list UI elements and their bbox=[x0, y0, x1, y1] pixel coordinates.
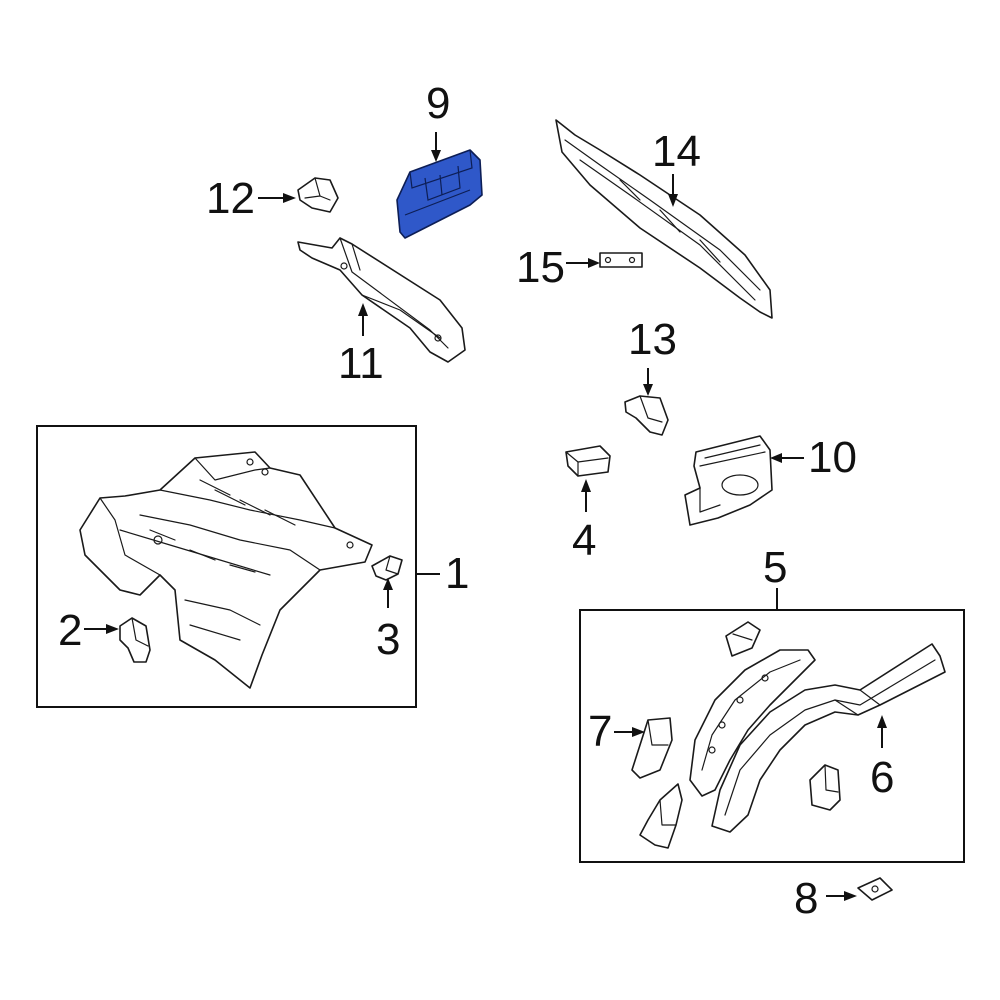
callout-6: 6 bbox=[870, 753, 894, 802]
leader-13 bbox=[643, 368, 653, 396]
part-11[interactable] bbox=[297, 237, 466, 363]
part-7[interactable] bbox=[631, 717, 673, 779]
part-8[interactable] bbox=[857, 877, 893, 901]
callout-2: 2 bbox=[58, 606, 82, 655]
callout-1: 1 bbox=[445, 549, 469, 598]
leader-8 bbox=[826, 891, 857, 901]
leader-12 bbox=[258, 193, 296, 203]
part-13[interactable] bbox=[624, 395, 669, 436]
part-5-lower-bracket[interactable] bbox=[639, 783, 683, 849]
callout-11: 11 bbox=[338, 339, 384, 388]
part-5-right-bracket[interactable] bbox=[809, 764, 841, 811]
part-2[interactable] bbox=[119, 617, 151, 663]
group-box-5 bbox=[579, 609, 965, 863]
callout-4: 4 bbox=[572, 516, 596, 565]
leader-10 bbox=[770, 453, 804, 463]
leader-3 bbox=[383, 578, 393, 608]
part-10[interactable] bbox=[684, 435, 773, 526]
callout-15: 15 bbox=[516, 243, 565, 292]
callout-7: 7 bbox=[588, 707, 612, 756]
leader-14 bbox=[668, 174, 678, 207]
callout-12: 12 bbox=[206, 174, 255, 223]
group-box-1 bbox=[36, 425, 417, 708]
part-12[interactable] bbox=[297, 177, 339, 213]
callout-10: 10 bbox=[808, 433, 857, 482]
part-6-wheelhouse-outer[interactable] bbox=[711, 643, 946, 833]
part-3[interactable] bbox=[371, 555, 403, 581]
leader-9 bbox=[431, 132, 441, 162]
part-14[interactable] bbox=[555, 119, 773, 319]
callout-5: 5 bbox=[763, 543, 787, 592]
part-15[interactable] bbox=[599, 252, 643, 268]
part-9-highlighted[interactable] bbox=[396, 149, 483, 239]
leader-15 bbox=[566, 258, 600, 268]
callout-3: 3 bbox=[376, 615, 400, 664]
part-5-wheelhouse-inner[interactable] bbox=[689, 649, 816, 797]
callout-14: 14 bbox=[652, 127, 701, 176]
callout-8: 8 bbox=[794, 874, 818, 923]
leader-6 bbox=[877, 715, 887, 748]
leader-4 bbox=[581, 479, 591, 512]
callout-13: 13 bbox=[628, 315, 677, 364]
leader-7 bbox=[614, 727, 645, 737]
leader-2 bbox=[84, 624, 119, 634]
part-5-upper-bracket[interactable] bbox=[725, 621, 761, 657]
part-1-floor-pan[interactable] bbox=[79, 451, 373, 689]
callout-9: 9 bbox=[426, 79, 450, 128]
part-4[interactable] bbox=[565, 445, 611, 477]
leader-11 bbox=[358, 303, 368, 336]
